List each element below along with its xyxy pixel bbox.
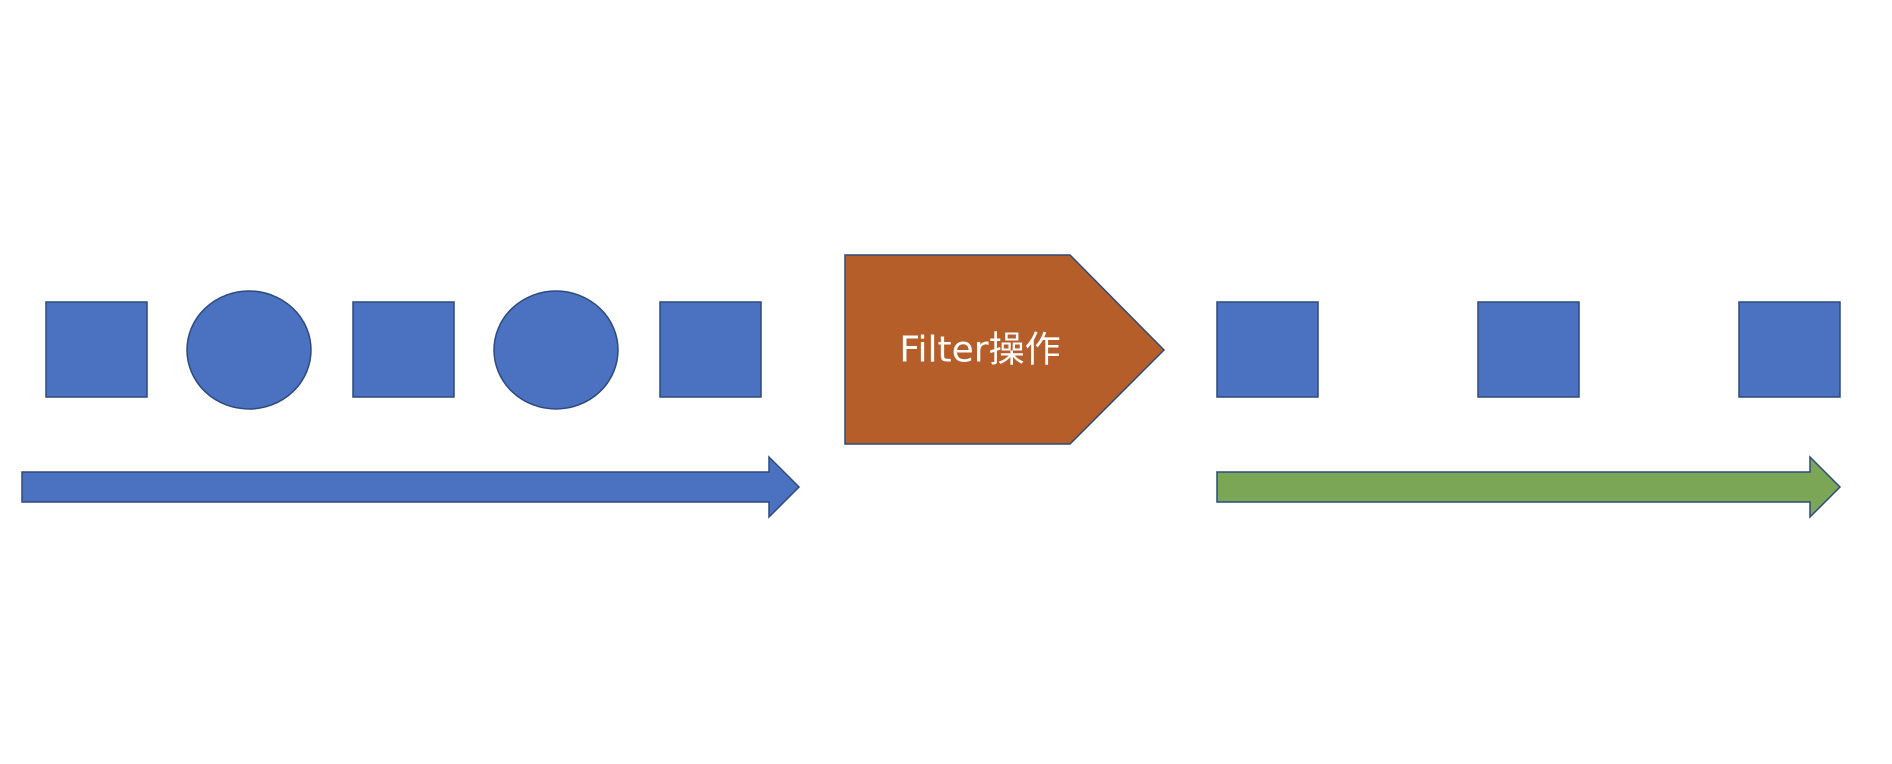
input-square-1 [45,301,148,398]
output-square-1 [1216,301,1319,398]
input-square-2 [352,301,455,398]
output-square-3 [1738,301,1841,398]
input-stream-arrow [21,455,801,519]
filter-operation-block [844,254,1166,445]
input-square-3 [659,301,762,398]
filter-operation-label: Filter操作 [899,330,1060,371]
input-circle-1 [186,290,312,410]
input-circle-2 [493,290,619,410]
output-square-2 [1477,301,1580,398]
output-stream-arrow [1216,455,1842,519]
